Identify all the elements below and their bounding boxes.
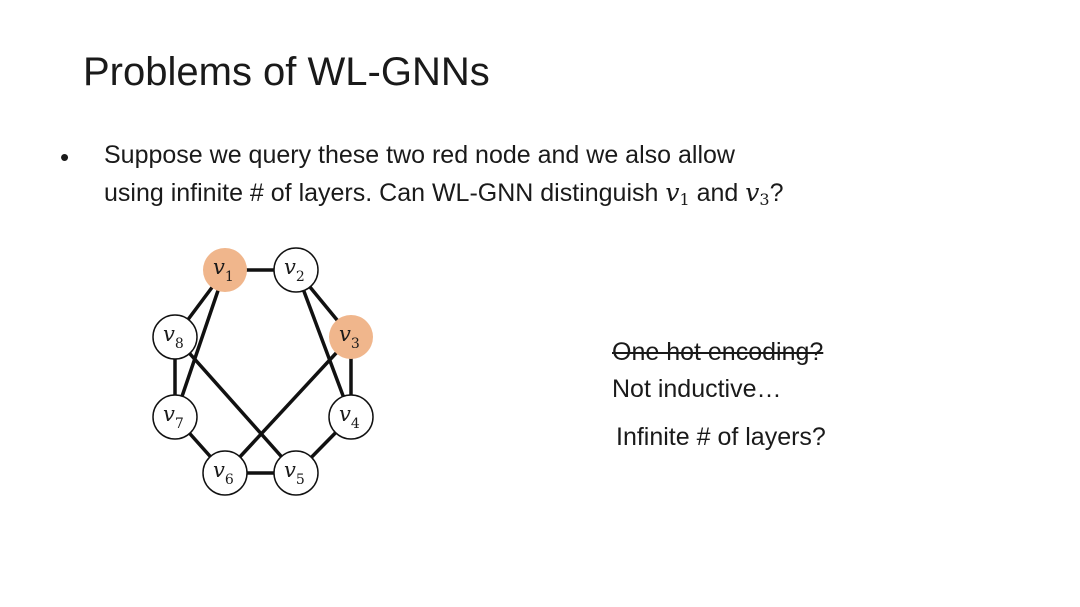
node-label-v2: v2 xyxy=(284,255,305,285)
note-infinite-layers: Infinite # of layers? xyxy=(616,423,826,451)
node-label-sub-v5: 5 xyxy=(296,472,305,488)
math-v3-letter: v xyxy=(745,178,760,207)
node-circle-v1 xyxy=(203,248,247,292)
node-circle-v7 xyxy=(152,394,198,440)
node-label-letter-v7: v xyxy=(163,402,175,426)
node-v5: v5 xyxy=(273,450,319,496)
node-v6: v6 xyxy=(202,450,248,496)
math-v1-sub: 1 xyxy=(679,190,690,209)
node-circle-v4 xyxy=(328,394,374,440)
node-label-v8: v8 xyxy=(163,322,184,352)
node-label-letter-v4: v xyxy=(339,402,351,426)
node-label-sub-v3: 3 xyxy=(351,336,360,352)
node-label-sub-v1: 1 xyxy=(225,269,234,285)
node-label-sub-v4: 4 xyxy=(351,416,360,432)
node-v3: v3 xyxy=(329,315,373,359)
node-label-letter-v1: v xyxy=(213,255,225,279)
node-circle-v3 xyxy=(329,315,373,359)
node-circle-v8 xyxy=(152,314,198,360)
node-label-v5: v5 xyxy=(284,458,305,488)
node-label-letter-v2: v xyxy=(284,255,296,279)
node-label-letter-v3: v xyxy=(339,322,351,346)
edge-v3-v6 xyxy=(223,335,353,475)
math-v1-letter: v xyxy=(665,178,680,207)
bullet-line-2-prefix: using infinite # of layers. Can WL-GNN d… xyxy=(104,179,666,207)
math-v1: v1 xyxy=(665,178,690,209)
node-label-sub-v7: 7 xyxy=(175,416,184,432)
node-label-v4: v4 xyxy=(339,402,360,432)
node-label-letter-v5: v xyxy=(284,458,296,482)
note-not-inductive: Not inductive… xyxy=(612,375,782,403)
note-one-hot-encoding: One hot encoding? xyxy=(612,338,824,366)
bullet-line-2-suffix: ? xyxy=(769,179,784,207)
node-label-sub-v2: 2 xyxy=(296,269,305,285)
node-label-v6: v6 xyxy=(213,458,234,488)
math-v3-sub: 3 xyxy=(759,190,770,209)
node-label-v7: v7 xyxy=(163,402,184,432)
node-v4: v4 xyxy=(328,394,374,440)
node-label-v1: v1 xyxy=(213,255,234,285)
math-v3: v3 xyxy=(745,178,770,209)
node-v2: v2 xyxy=(273,247,319,293)
node-v8: v8 xyxy=(152,314,198,360)
edge-v1-v7 xyxy=(173,269,227,418)
bullet-marker: • xyxy=(60,142,70,172)
edge-v2-v4 xyxy=(294,269,353,418)
edge-layer xyxy=(173,268,353,475)
node-label-sub-v8: 8 xyxy=(175,336,184,352)
node-v7: v7 xyxy=(152,394,198,440)
bullet-text: Suppose we query these two red node and … xyxy=(104,136,924,219)
node-v1: v1 xyxy=(203,248,247,292)
bullet-and-word: and xyxy=(689,179,746,207)
bullet-line-2: using infinite # of layers. Can WL-GNN d… xyxy=(104,174,924,219)
slide-title: Problems of WL-GNNs xyxy=(83,50,490,94)
node-label-sub-v6: 6 xyxy=(225,472,234,488)
node-label-letter-v8: v xyxy=(163,322,175,346)
edge-v5-v8 xyxy=(173,335,298,475)
node-circle-v5 xyxy=(273,450,319,496)
node-label-v3: v3 xyxy=(339,322,360,352)
bullet-line-1: Suppose we query these two red node and … xyxy=(104,141,735,169)
node-circle-v2 xyxy=(273,247,319,293)
node-circle-v6 xyxy=(202,450,248,496)
node-label-letter-v6: v xyxy=(213,458,225,482)
